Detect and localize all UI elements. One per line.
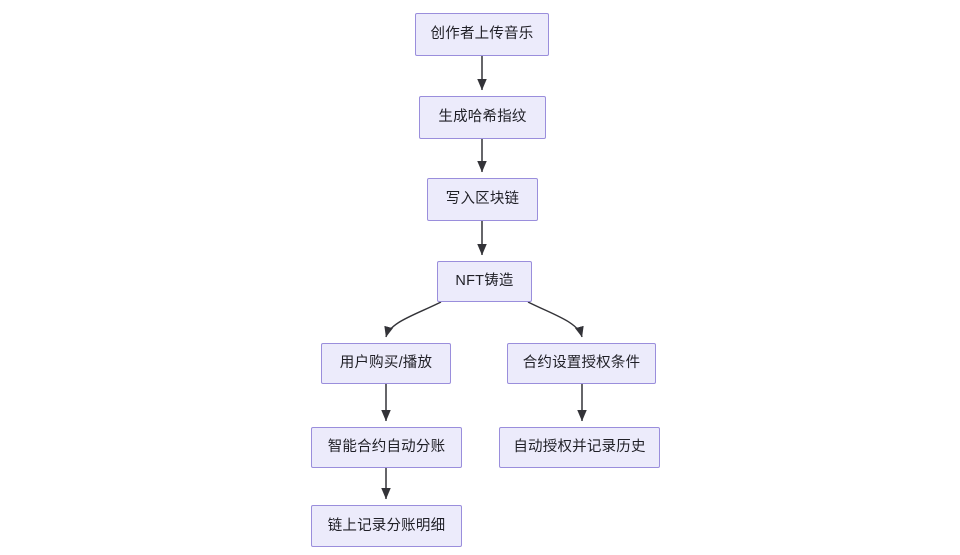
node-label: 写入区块链 bbox=[445, 191, 520, 208]
node-contract-set-license-terms[interactable]: 合约设置授权条件 bbox=[507, 343, 656, 384]
node-write-to-blockchain[interactable]: 写入区块链 bbox=[427, 178, 538, 221]
edge-n4-n5 bbox=[384, 301, 442, 338]
node-creator-upload-music[interactable]: 创作者上传音乐 bbox=[415, 13, 549, 56]
node-generate-hash-fingerprint[interactable]: 生成哈希指纹 bbox=[419, 96, 546, 139]
node-label: 链上记录分账明细 bbox=[327, 517, 446, 534]
node-smart-contract-auto-split[interactable]: 智能合约自动分账 bbox=[311, 427, 462, 468]
node-label: NFT铸造 bbox=[455, 273, 514, 290]
node-user-purchase-play[interactable]: 用户购买/播放 bbox=[321, 343, 451, 384]
node-label: 合约设置授权条件 bbox=[522, 355, 641, 372]
edge-n4-n6 bbox=[527, 301, 584, 338]
node-onchain-record-split-details[interactable]: 链上记录分账明细 bbox=[311, 505, 462, 547]
node-nft-minting[interactable]: NFT铸造 bbox=[437, 261, 532, 302]
node-label: 智能合约自动分账 bbox=[327, 439, 446, 456]
node-label: 用户购买/播放 bbox=[339, 355, 433, 372]
node-label: 创作者上传音乐 bbox=[430, 26, 534, 43]
node-auto-license-record-history[interactable]: 自动授权并记录历史 bbox=[499, 427, 660, 468]
node-label: 自动授权并记录历史 bbox=[513, 439, 646, 456]
node-label: 生成哈希指纹 bbox=[438, 109, 527, 126]
